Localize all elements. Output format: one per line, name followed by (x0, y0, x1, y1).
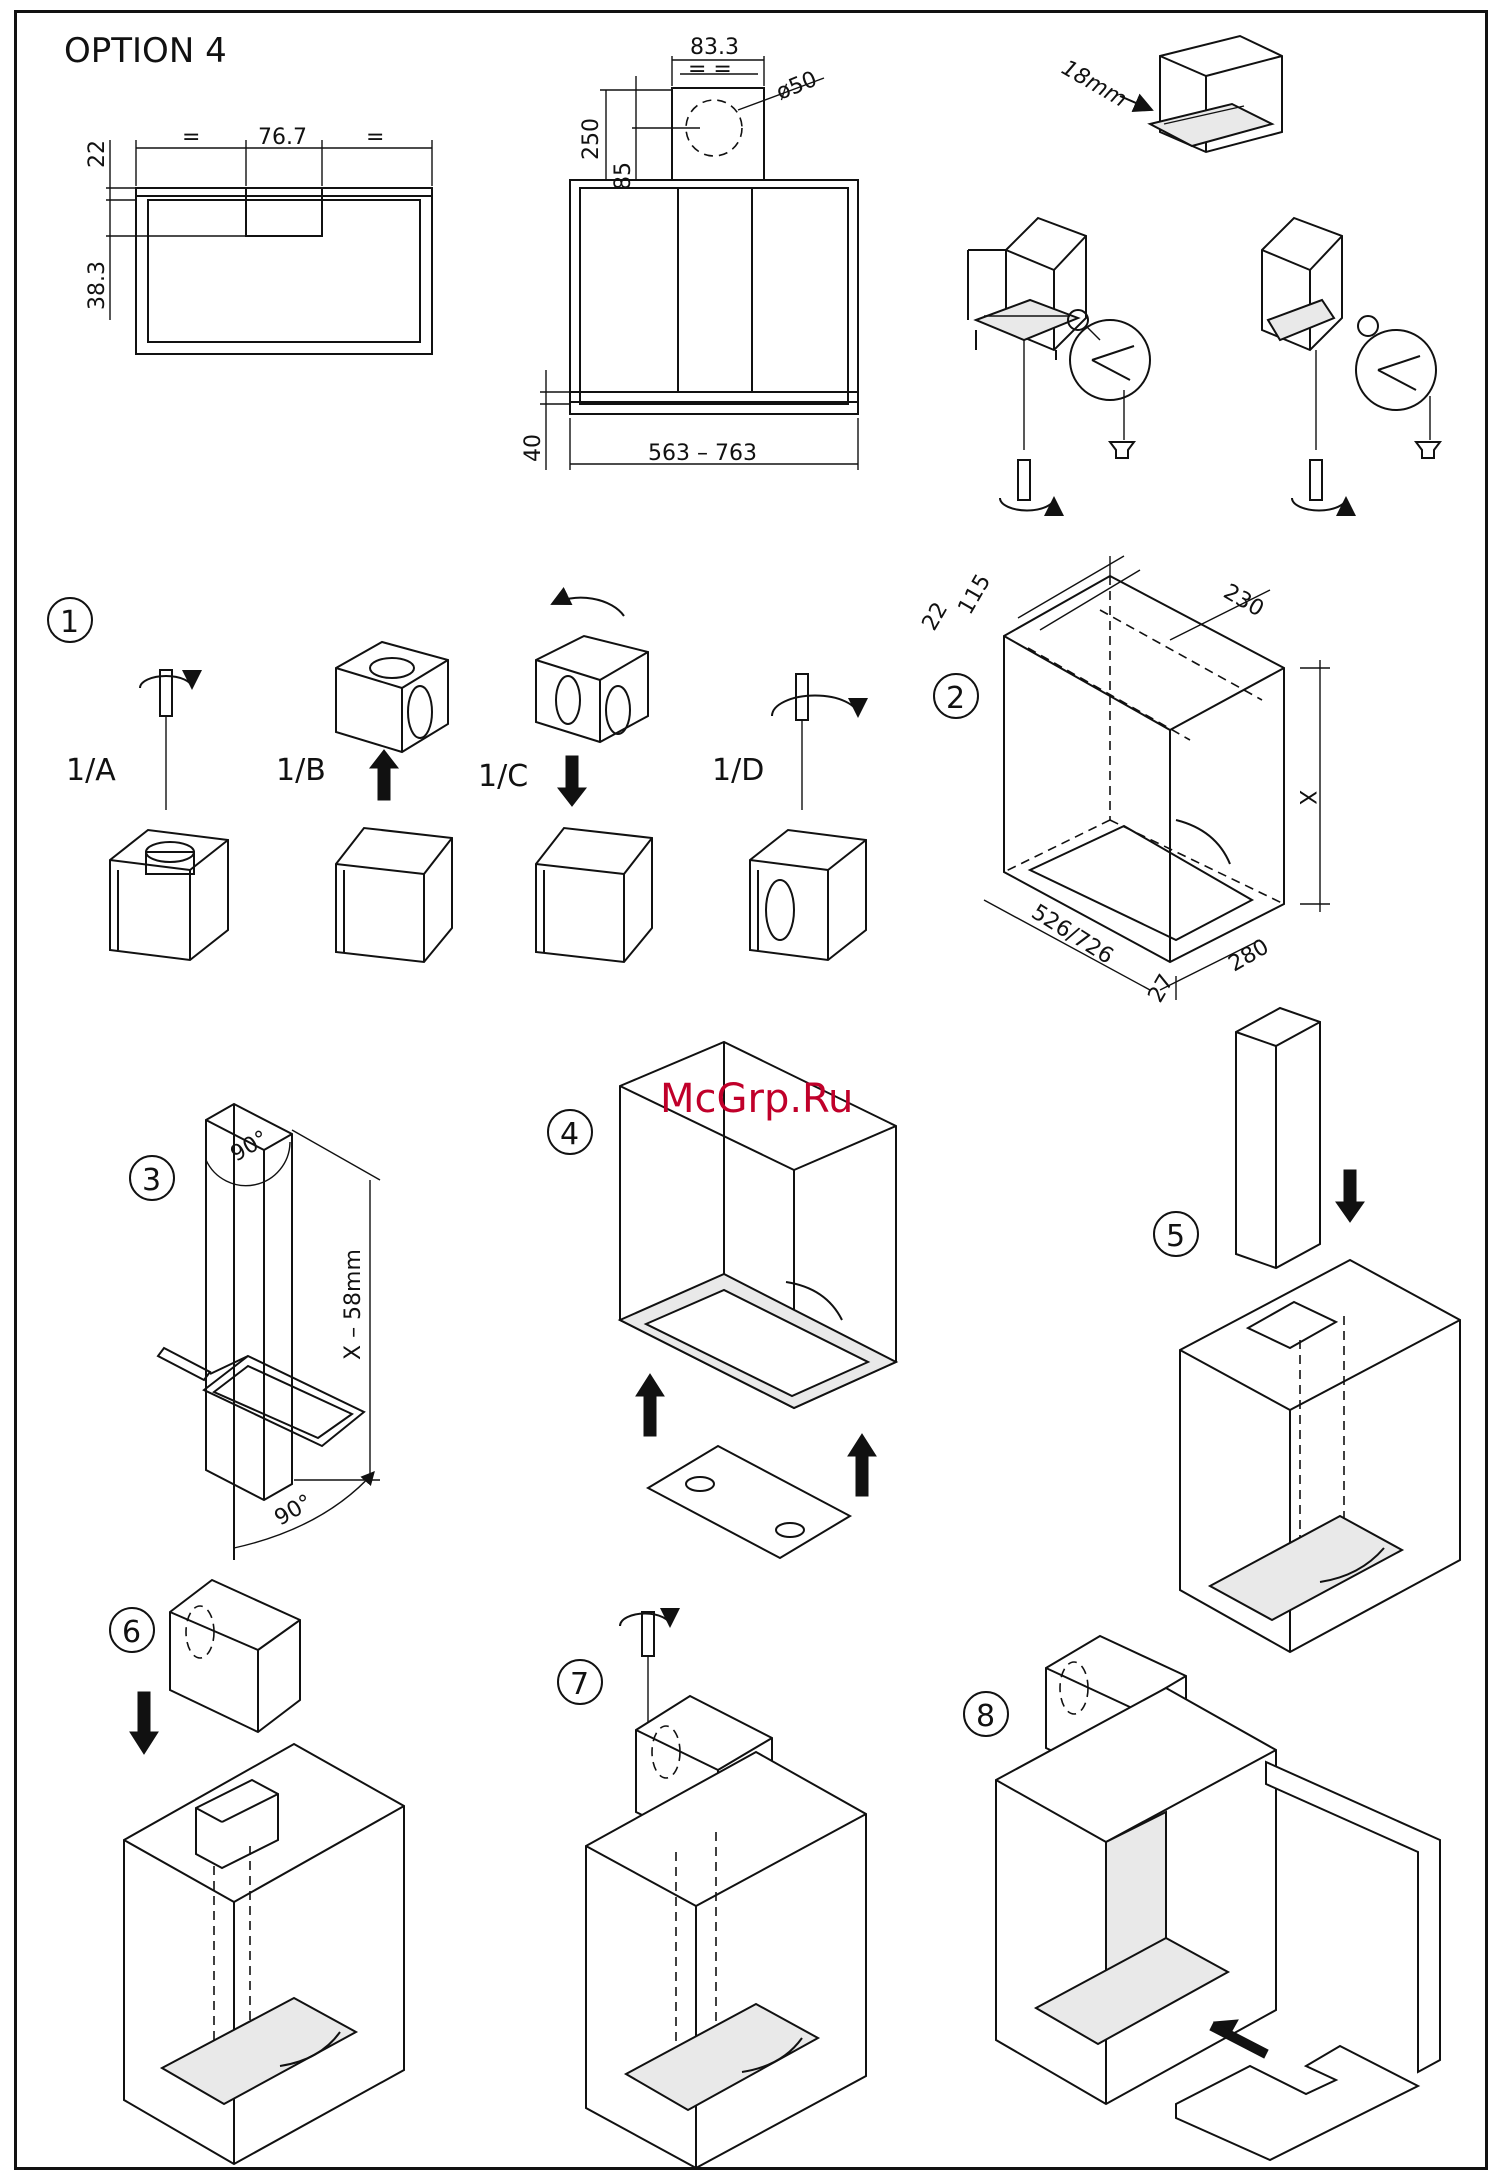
bracket-detail-left (968, 218, 1150, 510)
step-1b-drawing (336, 642, 452, 962)
step-1d-drawing (750, 674, 866, 960)
bracket-detail-right (1262, 218, 1440, 510)
step-6-number: 6 (122, 1615, 141, 1650)
dim-front-width: 563 – 763 (648, 441, 757, 466)
step-8-marker: 8 (964, 1692, 1008, 1736)
step-5-drawing (1180, 1008, 1460, 1652)
step-1a-drawing (110, 670, 228, 960)
dim-step3-angle-bottom: 90° (271, 1490, 317, 1531)
step-8-number: 8 (976, 1699, 995, 1734)
step-4-number: 4 (560, 1117, 579, 1152)
step-7-number: 7 (570, 1667, 589, 1702)
step-2-drawing: 22 115 230 X 526/726 27 280 (918, 556, 1330, 1007)
dim-top-depth: 22 (85, 140, 110, 168)
step-3-drawing: 90° X – 58mm 90° (158, 1104, 380, 1560)
step-6-marker: 6 (110, 1608, 154, 1652)
watermark-text: McGrp.Ru (660, 1076, 853, 1122)
dim-step2-27: 27 (1144, 970, 1180, 1007)
step-5-marker: 5 (1154, 1212, 1198, 1256)
step-1c-label: 1/C (478, 759, 528, 794)
step-1-number: 1 (60, 605, 79, 640)
page-title: OPTION 4 (64, 31, 227, 71)
dim-outlet-height: 250 (579, 118, 604, 160)
step-7-drawing (586, 1612, 866, 2168)
dim-step2-280: 280 (1225, 935, 1274, 978)
bracket-detail-18mm: 18mm (1057, 36, 1282, 152)
front-view-drawing: 83.3 = = ø50 250 85 40 563 – 763 (521, 35, 858, 470)
dim-bottom-height: 40 (521, 434, 546, 462)
dim-step2-230: 230 (1219, 580, 1268, 623)
dim-top-right: = (366, 125, 384, 150)
step-7-marker: 7 (558, 1660, 602, 1704)
step-2-marker: 2 (934, 674, 978, 718)
step-3-number: 3 (142, 1163, 161, 1198)
step-1c-drawing (536, 598, 652, 962)
dim-step2-22: 22 (918, 598, 954, 635)
top-view-drawing: = 76.7 = 22 38.3 (85, 125, 432, 354)
step-3-marker: 3 (130, 1156, 174, 1200)
step-4-marker: 4 (548, 1110, 592, 1154)
step-6-drawing (124, 1580, 404, 2164)
dim-outlet-diameter: ø50 (773, 67, 821, 106)
dim-top-left: = (182, 125, 200, 150)
step-1a-label: 1/A (66, 753, 116, 788)
step-5-number: 5 (1166, 1219, 1185, 1254)
dim-top-width: 76.7 (258, 125, 307, 150)
dim-outlet-offset: 85 (611, 162, 636, 190)
step-2-number: 2 (946, 681, 965, 716)
step-8-drawing (996, 1636, 1440, 2160)
step-1b-label: 1/B (276, 753, 326, 788)
step-1-marker: 1 (48, 598, 92, 642)
dim-panel-thickness: 18mm (1057, 56, 1131, 113)
dim-step2-115: 115 (954, 570, 997, 619)
dim-step3-length: X – 58mm (341, 1249, 366, 1360)
dim-step2-width: 526/726 (1027, 900, 1118, 970)
dim-step2-height: X (1294, 790, 1319, 805)
step-1d-label: 1/D (712, 753, 764, 788)
dim-top-offset: 38.3 (85, 261, 110, 310)
dim-outlet-equal: = = (688, 57, 732, 82)
